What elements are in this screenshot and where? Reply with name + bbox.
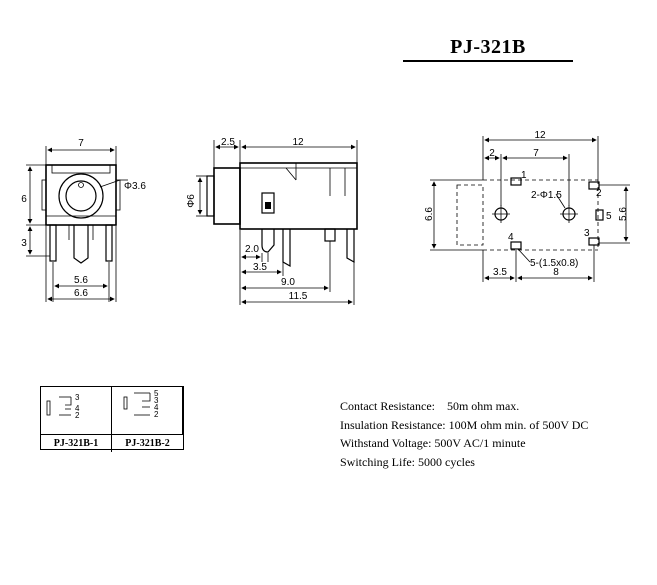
front-pin-left bbox=[49, 224, 57, 262]
variant-2-label: PJ-321B-2 bbox=[112, 434, 183, 452]
pcb-view: 1 2 3 4 5 12 2 7 2-Φ1.5 6.6 5.6 5-(1.5x0… bbox=[424, 130, 630, 282]
variant-2-pin-c: 4 bbox=[154, 403, 159, 412]
variant-1-pin-b: 4 bbox=[75, 404, 80, 413]
pcb-slot-2 bbox=[588, 181, 600, 190]
variant-1-schematic: 3 4 2 bbox=[41, 387, 112, 434]
dim-pcb-hole-label: 2-Φ1.5 bbox=[531, 190, 562, 201]
pcb-slot-3 bbox=[588, 237, 600, 246]
variant-2-pin-b: 3 bbox=[154, 396, 159, 405]
variant-2-pin-d: 2 bbox=[154, 410, 159, 419]
dim-pcb-left: 2 bbox=[489, 148, 495, 159]
dim-pcb-bottom-right: 8 bbox=[553, 267, 559, 278]
front-view: 7 Φ3.6 6 3 5.6 6.6 bbox=[21, 138, 146, 302]
front-jack-ring bbox=[58, 173, 104, 219]
dim-front-pin-inner: 5.6 bbox=[74, 275, 88, 286]
side-pin-3 bbox=[324, 228, 336, 242]
front-jack-hole bbox=[65, 180, 97, 212]
side-window bbox=[261, 192, 275, 214]
dim-side-overall: 11.5 bbox=[289, 291, 308, 302]
front-pin-right bbox=[105, 224, 113, 262]
pcb-slot-4 bbox=[510, 241, 522, 250]
variants-table: 3 4 2 5 3 4 2 PJ-321B-1 PJ-321B-2 bbox=[40, 386, 184, 452]
pcb-pin-5: 5 bbox=[606, 211, 612, 222]
spec-switching-life: Switching Life: 5000 cycles bbox=[340, 454, 475, 469]
dim-pcb-bottom-left: 3.5 bbox=[493, 267, 507, 278]
pcb-pin-2: 2 bbox=[596, 188, 602, 199]
dim-front-height-upper: 6 bbox=[21, 194, 27, 205]
variant-1-pin-a: 3 bbox=[75, 393, 80, 402]
pcb-slot-1 bbox=[510, 177, 522, 186]
dim-side-pin-offset: 2.0 bbox=[245, 244, 259, 255]
pcb-slot-5 bbox=[595, 209, 604, 221]
dim-front-width-bottom: 6.6 bbox=[74, 288, 88, 299]
dim-pcb-overall: 12 bbox=[534, 130, 546, 141]
dim-side-flange: 2.5 bbox=[221, 137, 235, 148]
side-pin-4 bbox=[346, 229, 355, 264]
variant-1-label: PJ-321B-1 bbox=[41, 434, 112, 452]
pcb-outline-dashed bbox=[456, 184, 484, 246]
variant-1-pin-c: 2 bbox=[75, 411, 80, 420]
side-view: 2.5 12 Φ6 2.0 3.5 9.0 11.5 bbox=[186, 137, 358, 305]
side-body-outline bbox=[239, 162, 358, 230]
dim-pcb-height-right: 5.6 bbox=[618, 207, 629, 221]
front-pin-center bbox=[73, 225, 89, 264]
spec-contact-resistance: Contact Resistance: 50m ohm max. bbox=[340, 399, 520, 413]
dim-side-diameter: Φ6 bbox=[186, 194, 197, 208]
spec-withstand-voltage: Withstand Voltage: 500V AC/1 minute bbox=[340, 436, 526, 450]
specifications: Contact Resistance: 50m ohm max. Insulat… bbox=[340, 397, 588, 471]
dim-side-pin2: 9.0 bbox=[281, 277, 295, 288]
dim-pcb-span: 7 bbox=[533, 148, 539, 159]
dim-front-width-top: 7 bbox=[78, 138, 84, 149]
side-pin-1 bbox=[261, 229, 275, 253]
side-flange bbox=[213, 167, 241, 225]
dim-pcb-height-left: 6.6 bbox=[424, 207, 435, 221]
dim-side-pin1: 3.5 bbox=[253, 262, 267, 273]
drawing-title: PJ-321B bbox=[403, 36, 573, 62]
dim-front-diameter: Φ3.6 bbox=[124, 181, 146, 192]
pcb-pin-4: 4 bbox=[508, 232, 514, 243]
spec-insulation-resistance: Insulation Resistance: 100M ohm min. of … bbox=[340, 417, 589, 432]
variant-2-schematic: 5 3 4 2 bbox=[112, 387, 183, 434]
dim-front-height-lower: 3 bbox=[21, 238, 27, 249]
variant-2-pin-a: 5 bbox=[154, 389, 159, 398]
side-pin-2 bbox=[282, 229, 291, 268]
dim-side-length: 12 bbox=[292, 137, 304, 148]
dim-pcb-slot-label: 5-(1.5x0.8) bbox=[530, 258, 578, 269]
pcb-pin-3: 3 bbox=[584, 228, 590, 239]
pcb-pin-1: 1 bbox=[521, 170, 527, 181]
